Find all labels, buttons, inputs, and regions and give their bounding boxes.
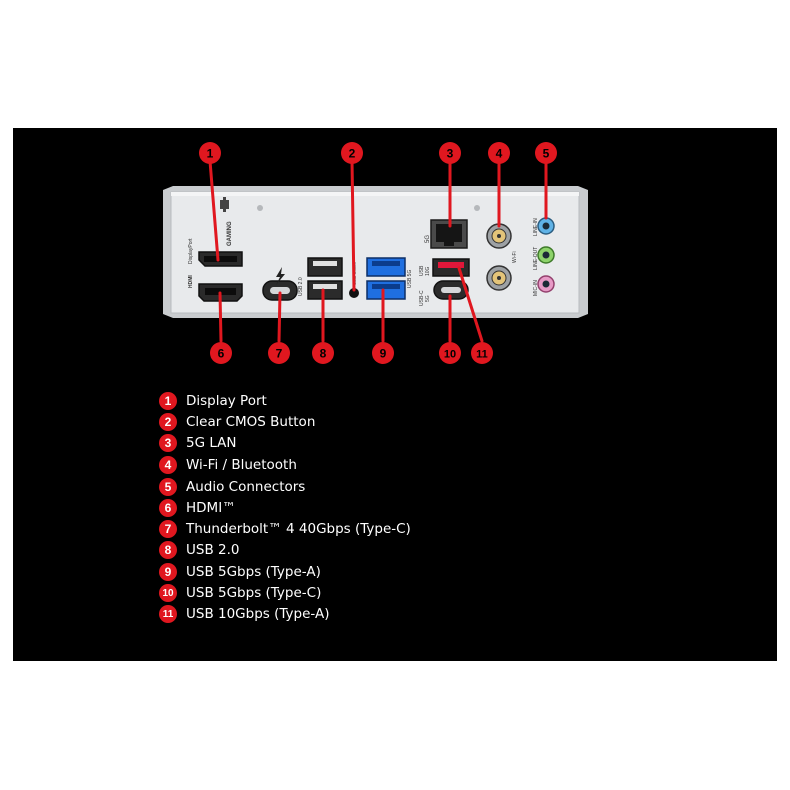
callout-number: 3 <box>447 147 454 161</box>
legend-label: USB 10Gbps (Type-A) <box>186 606 330 622</box>
legend-item-2: 2 Clear CMOS Button <box>159 412 315 432</box>
leader-line-7 <box>277 291 282 343</box>
legend-item-3: 3 5G LAN <box>159 433 237 453</box>
plate-label-displayport: DisplayPort <box>188 238 194 264</box>
usb20-ports <box>307 257 343 300</box>
callout-top-1: 1 <box>199 142 221 164</box>
wifi-antenna-connectors <box>486 223 512 291</box>
plate-label-wifi: Wi-Fi <box>512 251 518 263</box>
legend-number: 10 <box>159 584 177 602</box>
legend-item-8: 8 USB 2.0 <box>159 540 239 560</box>
leader-lines <box>208 159 548 343</box>
callout-top-2: 2 <box>341 142 363 164</box>
plate-label-usb10g-b: 10G <box>425 266 431 276</box>
plate-label-usb20: USB 2.0 <box>298 277 304 296</box>
legend-number: 9 <box>159 563 177 581</box>
clear-cmos-button <box>349 288 359 298</box>
plate-label-line-out: LINE-OUT <box>533 247 539 270</box>
legend-label: USB 5Gbps (Type-A) <box>186 564 321 580</box>
callout-bottom-7: 7 <box>268 342 290 364</box>
plate-label-usb5g: USB 5G <box>407 270 413 288</box>
thunderbolt-icon <box>276 267 285 285</box>
legend-label: USB 2.0 <box>186 542 240 558</box>
plate-screw <box>257 205 263 211</box>
callout-top-4: 4 <box>488 142 510 164</box>
legend-item-9: 9 USB 5Gbps (Type-A) <box>159 562 321 582</box>
plate-label-usbc5g-a: USB-C <box>419 290 425 306</box>
legend-item-1: 1 Display Port <box>159 391 267 411</box>
callout-number: 9 <box>380 347 387 361</box>
audio-jacks <box>537 217 555 293</box>
callout-number: 6 <box>218 347 225 361</box>
legend-number: 5 <box>159 478 177 496</box>
usb5g-ports <box>366 257 406 300</box>
plate-label-hdmi: HDMI <box>188 275 194 288</box>
legend-item-4: 4 Wi-Fi / Bluetooth <box>159 455 297 475</box>
legend-item-11: 11 USB 10Gbps (Type-A) <box>159 604 329 624</box>
leader-line-1 <box>208 159 220 262</box>
plate-label-line-in: LINE-IN <box>533 218 539 236</box>
callout-number: 10 <box>444 349 456 361</box>
legend-label: HDMI™ <box>186 500 236 516</box>
legend-label: Audio Connectors <box>186 479 306 495</box>
legend-label: 5G LAN <box>186 435 237 451</box>
leader-line-11 <box>457 266 484 343</box>
callout-number: 4 <box>496 147 503 161</box>
callout-number: 8 <box>320 347 327 361</box>
plate-screw <box>474 205 480 211</box>
legend-label: Thunderbolt™ 4 40Gbps (Type-C) <box>186 521 411 537</box>
callout-number: 1 <box>207 147 214 161</box>
callout-bottom-11: 11 <box>471 342 493 364</box>
legend-number: 11 <box>159 605 177 623</box>
legend-label: Clear CMOS Button <box>186 414 316 430</box>
callout-bottom-10: 10 <box>439 342 461 364</box>
legend-label: USB 5Gbps (Type-C) <box>186 585 322 601</box>
plate-label-mic-in: MIC-IN <box>533 280 539 296</box>
usb10g-port <box>432 258 470 277</box>
legend-number: 1 <box>159 392 177 410</box>
legend-number: 8 <box>159 541 177 559</box>
io-panel-diagram: GAMING DisplayPort HDMI USB 2.0 Clear CM… <box>163 142 588 364</box>
leader-line-6 <box>218 291 223 343</box>
plate-label-lan: 5G <box>425 235 431 243</box>
legend-item-5: 5 Audio Connectors <box>159 477 305 497</box>
legend-number: 7 <box>159 520 177 538</box>
legend-number: 3 <box>159 434 177 452</box>
legend-item-7: 7 Thunderbolt™ 4 40Gbps (Type-C) <box>159 519 411 539</box>
callout-number: 2 <box>349 147 356 161</box>
legend-item-10: 10 USB 5Gbps (Type-C) <box>159 583 321 603</box>
leader-line-2 <box>350 159 356 292</box>
callout-top-3: 3 <box>439 142 461 164</box>
legend-number: 2 <box>159 413 177 431</box>
callout-bottom-6: 6 <box>210 342 232 364</box>
legend-number: 4 <box>159 456 177 474</box>
legend-item-6: 6 HDMI™ <box>159 498 236 518</box>
plate-label-usb10g-a: USB <box>419 265 425 276</box>
gaming-logo-icon <box>220 197 229 212</box>
legend-number: 6 <box>159 499 177 517</box>
callout-bottom-9: 9 <box>372 342 394 364</box>
callout-number: 5 <box>543 147 550 161</box>
plate-label-gaming: GAMING <box>227 221 233 246</box>
callout-number: 7 <box>276 347 283 361</box>
callout-bottom-8: 8 <box>312 342 334 364</box>
plate-label-usbc5g-b: 5G <box>425 295 431 302</box>
callout-top-5: 5 <box>535 142 557 164</box>
displayport-port <box>198 251 243 267</box>
legend-label: Display Port <box>186 393 267 409</box>
diagram-canvas: GAMING DisplayPort HDMI USB 2.0 Clear CM… <box>13 128 777 661</box>
callout-number: 11 <box>476 349 488 361</box>
legend-label: Wi-Fi / Bluetooth <box>186 457 297 473</box>
